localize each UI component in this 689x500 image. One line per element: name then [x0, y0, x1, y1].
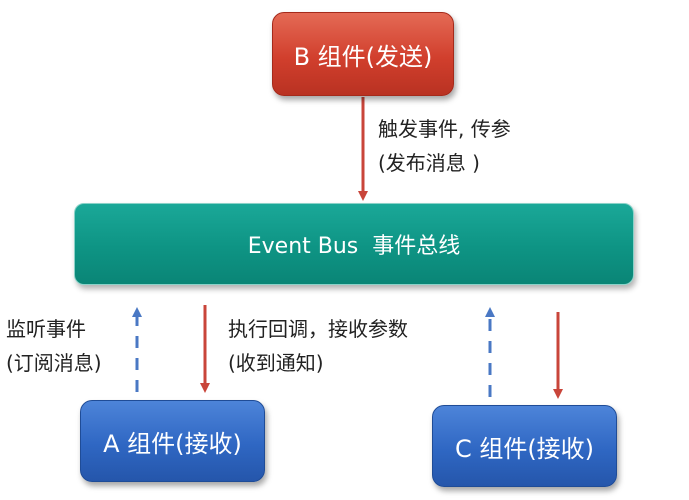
node-event-bus: Event Bus 事件总线 [74, 203, 634, 285]
edge-label-subscribe: 监听事件 (订阅消息) [6, 312, 102, 380]
edge-label-subscribe-line1: 监听事件 [6, 317, 86, 341]
node-b-sender: B 组件(发送) [272, 12, 454, 96]
edge-label-publish-line1: 触发事件, 传参 [378, 117, 511, 141]
edge-label-publish: 触发事件, 传参 (发布消息 ) [378, 112, 511, 180]
node-c-receiver: C 组件(接收) [432, 405, 617, 487]
node-a-receiver: A 组件(接收) [80, 400, 265, 482]
edge-label-publish-line2: (发布消息 ) [378, 151, 480, 175]
edge-label-callback-line1: 执行回调，接收参数 [228, 317, 408, 341]
edge-label-callback: 执行回调，接收参数 (收到通知) [228, 312, 408, 380]
edge-label-subscribe-line2: (订阅消息) [6, 351, 102, 375]
node-c-label: C 组件(接收) [454, 434, 595, 463]
node-a-label: A 组件(接收) [103, 429, 242, 458]
node-bus-label: Event Bus 事件总线 [247, 234, 461, 259]
node-b-label: B 组件(发送) [293, 42, 433, 71]
edge-label-callback-line2: (收到通知) [228, 351, 324, 375]
